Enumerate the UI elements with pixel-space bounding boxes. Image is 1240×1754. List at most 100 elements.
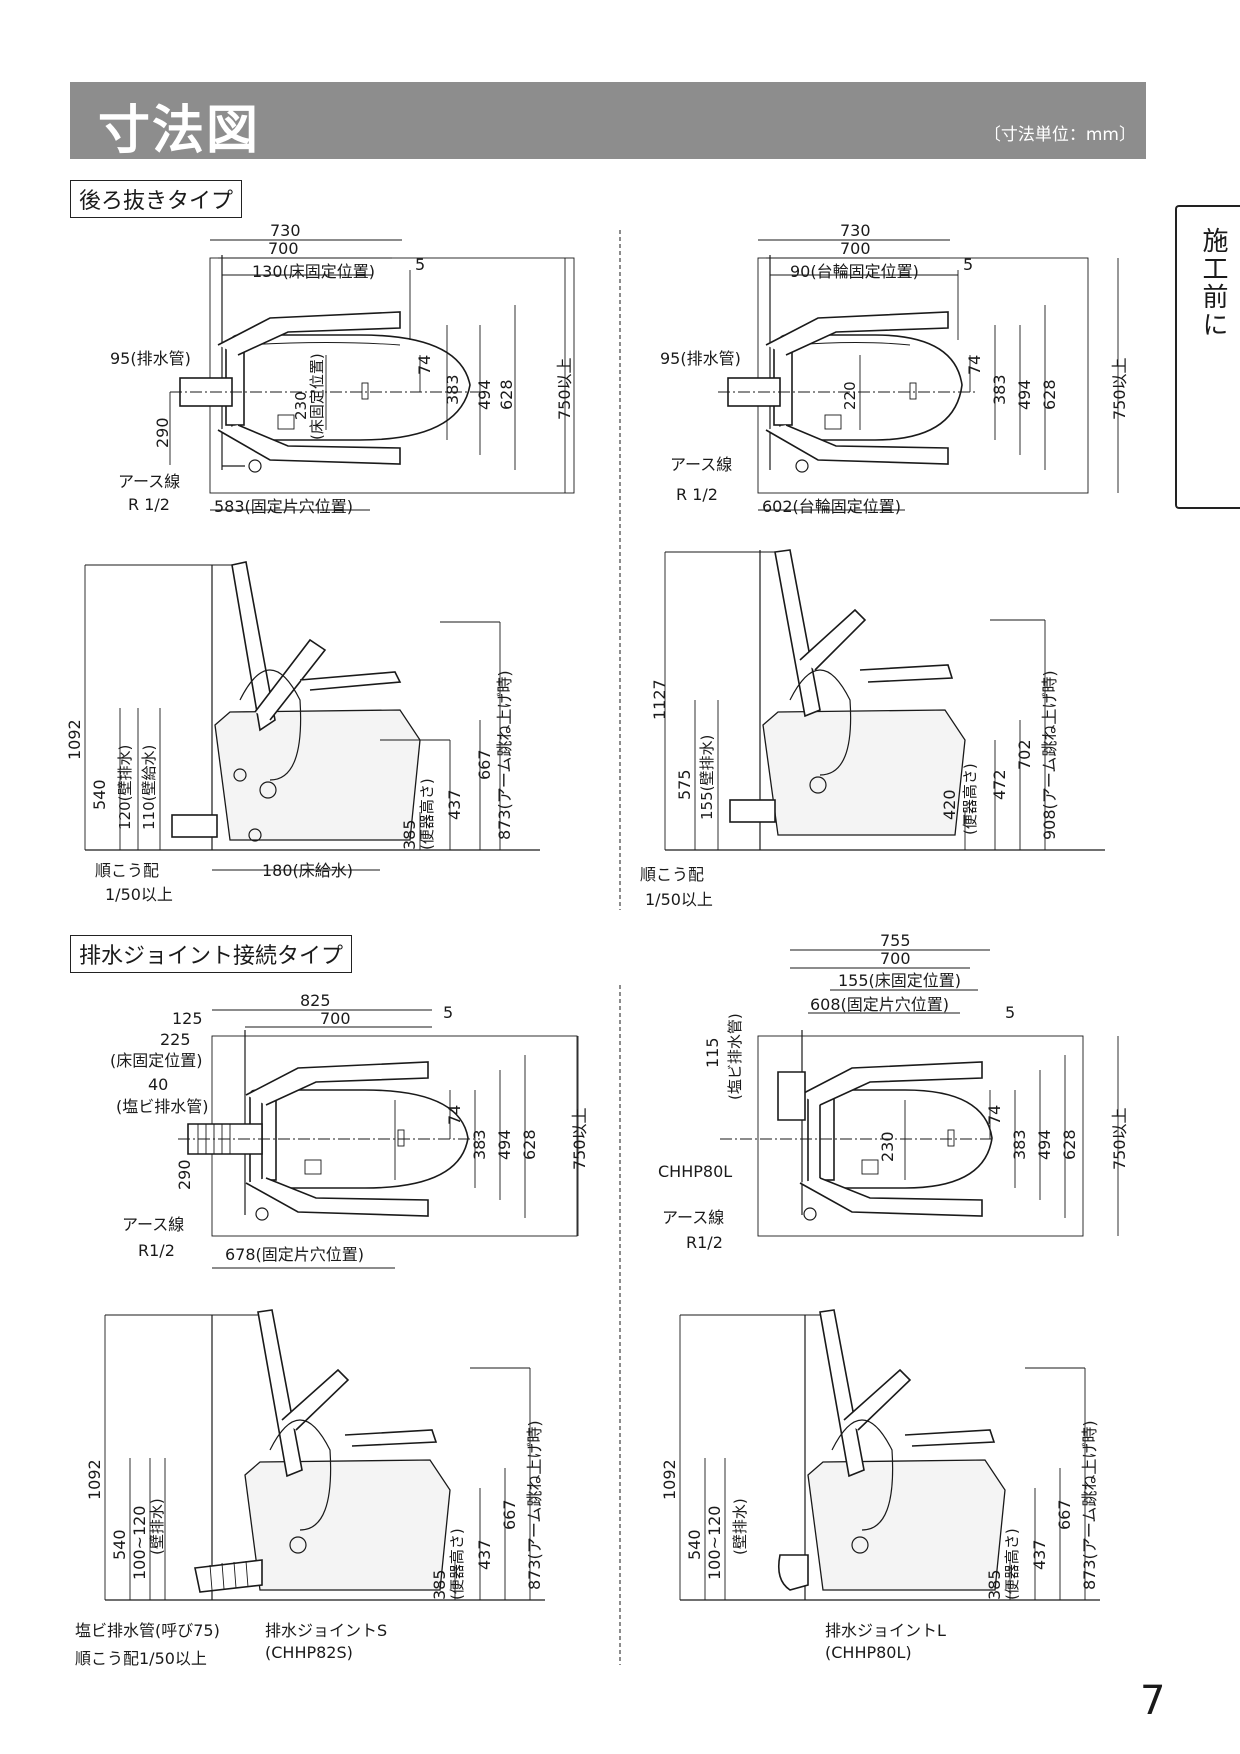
dim-label: 74 (985, 1105, 1004, 1125)
top-view-joint-left: 825 700 125 5 225 (床固定位置) 40 (塩ビ排水管) 290… (110, 991, 589, 1269)
dim-label: 95(排水管) (110, 349, 191, 368)
page-title: 寸法図 (98, 101, 261, 161)
dim-label: 74 (415, 355, 434, 375)
dim-label: 540 (90, 779, 109, 810)
dim-label: 1092 (65, 719, 84, 760)
dim-label: 順こう配 (95, 861, 159, 880)
dim-label: 700 (840, 239, 871, 258)
dim-label: 437 (1030, 1539, 1049, 1570)
dim-label: 540 (110, 1529, 129, 1560)
dim-label: 755 (880, 931, 911, 950)
dim-label: 667 (475, 749, 494, 780)
dim-label: アース線 (122, 1215, 184, 1234)
dim-label: 5 (963, 255, 973, 274)
page-number: 7 (1140, 1678, 1166, 1724)
unit-label: 〔寸法単位：mm〕 (983, 125, 1136, 145)
dim-label: 230 (878, 1131, 897, 1162)
dim-label: 1127 (650, 679, 669, 720)
dim-label: 290 (153, 417, 172, 448)
dim-label: (便器高さ) (1003, 1528, 1021, 1600)
dim-label: 494 (1035, 1129, 1054, 1160)
armrest-bottom (217, 424, 401, 465)
dim-label: R1/2 (686, 1233, 723, 1252)
dim-label: 873(アーム跳ね上げ時) (525, 1420, 544, 1590)
dim-label: 115 (703, 1037, 722, 1068)
dim-label: 750以上 (555, 357, 574, 420)
dim-label: (床固定位置) (110, 1051, 203, 1070)
dim-label: 873(アーム跳ね上げ時) (1080, 1420, 1099, 1590)
drain-joint-l (777, 1554, 809, 1591)
drain-pipe (729, 799, 776, 823)
dim-label: 順こう配1/50以上 (75, 1649, 207, 1668)
side-tab-label: 施工前に (1198, 227, 1228, 339)
backrest-side (819, 1309, 865, 1478)
dim-label: 385 (430, 1569, 449, 1600)
dim-label: 700 (320, 1009, 351, 1028)
dim-label: 702 (1015, 739, 1034, 770)
dim-label: 678(固定片穴位置) (225, 1245, 364, 1264)
side-view-joint-left: 1092 540 100~120 (壁排水) 385 (便器高さ) 437 66… (75, 1309, 545, 1668)
toilet-body-side (762, 709, 966, 836)
armrest-top (245, 1061, 429, 1106)
dim-label: (塩ビ排水管) (116, 1097, 209, 1116)
dim-label: 700 (880, 949, 911, 968)
dim-label: 472 (990, 769, 1009, 800)
dim-label: 873(アーム跳ね上げ時) (495, 670, 514, 840)
install-space-outline (757, 1035, 1084, 1237)
dim-label: 667 (1055, 1499, 1074, 1530)
dim-label: 220 (841, 381, 859, 410)
dim-label: 120(壁排水) (116, 745, 134, 830)
armrest-bottom (245, 1177, 429, 1217)
backrest-side (257, 1309, 303, 1478)
dim-label: 628 (1040, 379, 1059, 410)
dim-label: 750以上 (570, 1107, 589, 1170)
dim-label: 628 (520, 1129, 539, 1160)
dim-label: 155(床固定位置) (838, 971, 961, 990)
dim-label: (床固定位置) (308, 353, 326, 440)
dim-label: 130(床固定位置) (252, 262, 375, 281)
armrest-bottom (799, 1177, 983, 1217)
side-tab[interactable]: 施工前に (1175, 205, 1240, 509)
top-view-joint-right: 755 700 155(床固定位置) 608(固定片穴位置) 5 115 (塩ビ… (658, 931, 1129, 1252)
dim-label: 730 (840, 221, 871, 240)
dim-label: 494 (1015, 379, 1034, 410)
dim-label: 602(台輪固定位置) (762, 497, 901, 516)
dim-label: 420 (940, 789, 959, 820)
dim-label: (壁排水) (731, 1498, 749, 1555)
side-view-rear-right: 1127 575 155(壁排水) 420 (便器高さ) 472 702 908… (640, 549, 1105, 909)
dim-label: 225 (160, 1030, 191, 1049)
dim-label: 290 (175, 1159, 194, 1190)
dim-label: 230 (292, 391, 310, 420)
dim-label: 74 (445, 1105, 464, 1125)
dim-label: 750以上 (1110, 357, 1129, 420)
drain-pipe (171, 814, 218, 838)
dim-label: (便器高さ) (418, 778, 436, 850)
dim-label: 5 (415, 255, 425, 274)
armrest-top (799, 1061, 983, 1106)
dim-label: 385 (985, 1569, 1004, 1600)
header-bar: 寸法図 〔寸法単位：mm〕 (70, 82, 1146, 161)
dim-label: 順こう配 (640, 865, 704, 884)
dim-label: 5 (1005, 1003, 1015, 1022)
dim-label: 74 (965, 355, 984, 375)
dim-label: (CHHP82S) (265, 1643, 353, 1662)
side-view-joint-right: 1092 540 100~120 (壁排水) 385 (便器高さ) 437 66… (660, 1309, 1100, 1662)
dim-label: 494 (495, 1129, 514, 1160)
backrest-side (231, 561, 276, 732)
dim-label: 437 (475, 1539, 494, 1570)
dim-label: 95(排水管) (660, 349, 741, 368)
section-label-rear: 後ろ抜きタイプ (70, 180, 243, 218)
dim-label: 730 (270, 221, 301, 240)
toilet-body-outline (779, 334, 963, 441)
dim-label: 125 (172, 1009, 203, 1028)
dim-label: R 1/2 (128, 495, 170, 514)
dim-label: 1092 (660, 1459, 679, 1500)
dim-label: 90(台輪固定位置) (790, 262, 919, 281)
dim-label: 583(固定片穴位置) (214, 497, 353, 516)
dim-label: 575 (675, 769, 694, 800)
dim-label: (壁排水) (148, 1498, 166, 1555)
dim-label: アース線 (670, 455, 732, 474)
dim-label: 667 (500, 1499, 519, 1530)
dim-label: 908(アーム跳ね上げ時) (1040, 670, 1059, 840)
